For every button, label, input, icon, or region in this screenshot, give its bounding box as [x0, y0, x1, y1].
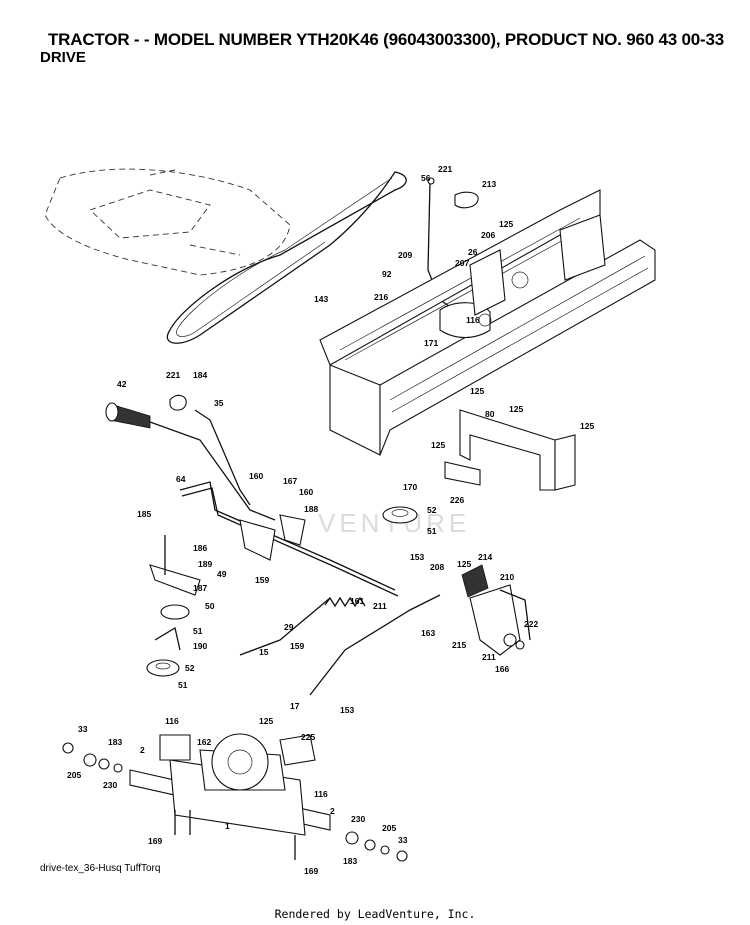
- callout: 184: [193, 370, 207, 380]
- callout: 116: [165, 716, 179, 726]
- callout: 185: [137, 509, 151, 519]
- lift-shaft: [179, 481, 399, 597]
- frame-assembly: [319, 189, 656, 456]
- callout: 159: [290, 641, 304, 651]
- callout: 116: [314, 789, 328, 799]
- callout: 26: [468, 247, 478, 257]
- callout: 188: [304, 504, 318, 514]
- spring-161: [324, 596, 366, 608]
- callout: 205: [67, 770, 81, 780]
- callout: 163: [421, 628, 435, 638]
- callout: 166: [495, 664, 509, 674]
- callout: 214: [478, 552, 492, 562]
- page-title: TRACTOR - - MODEL NUMBER YTH20K46 (96043…: [48, 30, 725, 49]
- callout: 215: [452, 640, 466, 650]
- callout: 189: [198, 559, 212, 569]
- callout: 225: [301, 732, 315, 742]
- callout: 169: [148, 836, 162, 846]
- callout: 216: [374, 292, 388, 302]
- callout: 35: [214, 398, 224, 408]
- callout: 33: [78, 724, 88, 734]
- callout: 80: [485, 409, 495, 419]
- callout: 159: [255, 575, 269, 585]
- callout: 56: [421, 173, 431, 183]
- lift-lever: [105, 394, 276, 521]
- brake-rods: [239, 594, 441, 696]
- callout: 42: [117, 379, 127, 389]
- callout: 15: [259, 647, 269, 657]
- callout: 171: [424, 338, 438, 348]
- callout: 230: [351, 814, 365, 824]
- callout: 209: [398, 250, 412, 260]
- callout: 92: [382, 269, 392, 279]
- callout: 170: [403, 482, 417, 492]
- callout: 210: [500, 572, 514, 582]
- callout: 183: [108, 737, 122, 747]
- callout: 162: [197, 737, 211, 747]
- callout: 190: [193, 641, 207, 651]
- callout: 186: [193, 543, 207, 553]
- callout: 183: [343, 856, 357, 866]
- callout: 29: [284, 622, 294, 632]
- callout: 51: [427, 526, 437, 536]
- callout: 167: [283, 476, 297, 486]
- callout: 125: [470, 386, 484, 396]
- callout: 52: [185, 663, 195, 673]
- callout: 206: [481, 230, 495, 240]
- callout: 208: [430, 562, 444, 572]
- callout: 17: [290, 701, 300, 711]
- callout: 125: [259, 716, 273, 726]
- callout: 143: [314, 294, 328, 304]
- callout: 116: [466, 315, 480, 325]
- idler-pulleys: [146, 506, 418, 677]
- transaxle-assembly: [129, 733, 331, 860]
- callout: 160: [249, 471, 263, 481]
- callout: 51: [178, 680, 188, 690]
- callout: 211: [373, 601, 387, 611]
- callout: 221: [438, 164, 452, 174]
- callout: 205: [382, 823, 396, 833]
- callout: 161: [350, 596, 364, 606]
- callout: 52: [427, 505, 437, 515]
- diagram-code: drive-tex_36-Husq TuffTorq: [40, 863, 161, 874]
- render-credit: Rendered by LeadVenture, Inc.: [274, 907, 476, 921]
- callout: 169: [304, 866, 318, 876]
- callout: 160: [299, 487, 313, 497]
- callout: 230: [103, 780, 117, 790]
- callout: 153: [410, 552, 424, 562]
- axle-hardware: [62, 742, 408, 862]
- callout: 125: [431, 440, 445, 450]
- section-subtitle: DRIVE: [40, 49, 86, 66]
- pedal-assembly: [461, 564, 531, 656]
- callout: 2: [140, 745, 145, 755]
- callout: 222: [524, 619, 538, 629]
- drive-belt: [166, 171, 407, 344]
- callout: 125: [499, 219, 513, 229]
- callout: 125: [580, 421, 594, 431]
- callout: 64: [176, 474, 186, 484]
- callout: 2: [330, 806, 335, 816]
- mower-deck-outline: [44, 168, 291, 276]
- callout: 207: [455, 258, 469, 268]
- bracket-80: [444, 409, 576, 491]
- callout: 187: [193, 583, 207, 593]
- callout: 213: [482, 179, 496, 189]
- callout: 49: [217, 569, 227, 579]
- callout-labels: 221 56 213 125 206 26 209 207 92 143 216…: [67, 164, 594, 876]
- callout: 1: [225, 821, 230, 831]
- callout: 51: [193, 626, 203, 636]
- callout: 125: [457, 559, 471, 569]
- callout: 221: [166, 370, 180, 380]
- callout: 226: [450, 495, 464, 505]
- callout: 33: [398, 835, 408, 845]
- callout: 125: [509, 404, 523, 414]
- callout: 211: [482, 652, 496, 662]
- callout: 50: [205, 601, 215, 611]
- callout: 153: [340, 705, 354, 715]
